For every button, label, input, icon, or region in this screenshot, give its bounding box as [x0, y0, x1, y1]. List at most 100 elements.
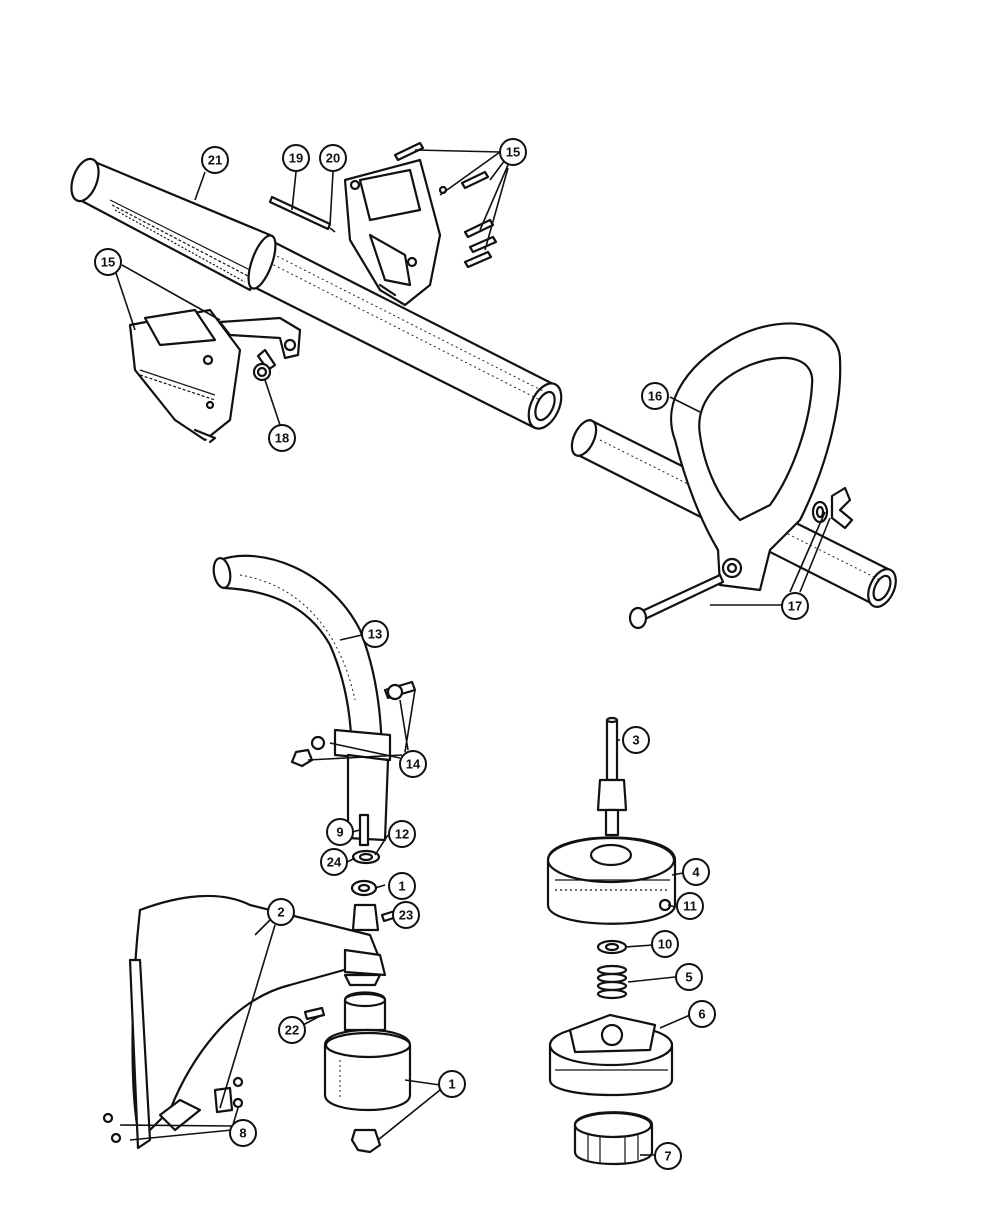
callout-number: 21 [208, 153, 222, 168]
callout-circle [399, 750, 427, 778]
callout-number: 3 [632, 733, 639, 748]
callout-number: 8 [239, 1126, 246, 1141]
callout-c23: 23 [392, 901, 420, 929]
callout-circle [499, 138, 527, 166]
callout-circle [676, 892, 704, 920]
callout-number: 15 [101, 255, 115, 270]
bump-knob-7 [573, 1111, 654, 1166]
clamp-nut [290, 748, 314, 768]
callout-number: 14 [406, 757, 421, 772]
guard-bracket [343, 948, 387, 977]
housing-screws [393, 141, 498, 269]
callout-circle [267, 898, 295, 926]
callout-number: 24 [327, 855, 342, 870]
callout-c3: 3 [622, 726, 650, 754]
callout-number: 22 [285, 1023, 299, 1038]
callout-number: 2 [277, 905, 284, 920]
callout-circle [94, 248, 122, 276]
callout-c14: 14 [399, 750, 427, 778]
callout-c20: 20 [319, 144, 347, 172]
callout-circle [388, 820, 416, 848]
spool-housing-4 [546, 836, 677, 925]
rod-19 [268, 195, 332, 231]
pin-20 [329, 227, 336, 233]
callout-circle [319, 144, 347, 172]
housing-left-half [128, 308, 242, 444]
callout-circle [641, 382, 669, 410]
callout-circle [268, 424, 296, 452]
callout-c10: 10 [651, 930, 679, 958]
callout-c16: 16 [641, 382, 669, 410]
leader-lines [114, 149, 831, 1156]
callout-number: 16 [648, 389, 662, 404]
callout-number: 1 [398, 879, 405, 894]
curved-drive-tube [212, 554, 417, 842]
drive-shaft-3 [596, 716, 628, 837]
callout-circle [622, 726, 650, 754]
callout-number: 5 [685, 970, 692, 985]
debris-guard [102, 894, 387, 1150]
callout-circle [688, 1000, 716, 1028]
callout-number: 18 [275, 431, 289, 446]
callout-c15a: 15 [499, 138, 527, 166]
callout-circle [438, 1070, 466, 1098]
callout-number: 13 [368, 627, 382, 642]
callout-circle [781, 592, 809, 620]
callout-number: 9 [336, 825, 343, 840]
callout-number: 10 [658, 937, 672, 952]
callout-c9: 9 [326, 818, 354, 846]
lower-shaft-handle-assembly [570, 322, 897, 630]
callout-c13: 13 [361, 620, 389, 648]
callout-circle [320, 848, 348, 876]
trimmer-head-assembly [546, 716, 677, 1166]
callout-circle [361, 620, 389, 648]
spool-6 [548, 1013, 674, 1097]
callout-number: 17 [788, 599, 802, 614]
callout-number: 15 [506, 145, 520, 160]
callout-circle [654, 1142, 682, 1170]
shaft-9 [358, 813, 370, 847]
callout-c2: 2 [267, 898, 295, 926]
callout-number: 1 [448, 1077, 455, 1092]
gearbox-housing [303, 991, 412, 1154]
callout-circle [282, 144, 310, 172]
callout-number: 7 [664, 1149, 671, 1164]
callout-circle [388, 872, 416, 900]
callout-c17: 17 [781, 592, 809, 620]
upper-shaft-assembly [70, 141, 563, 444]
handle-bolt [628, 573, 725, 630]
spring-5 [596, 964, 628, 1000]
sleeve [351, 903, 380, 932]
callout-number: 4 [692, 865, 700, 880]
callout-number: 6 [698, 1007, 705, 1022]
callout-number: 19 [289, 151, 303, 166]
callout-circle [326, 818, 354, 846]
callout-c22: 22 [278, 1016, 306, 1044]
callout-number: 20 [326, 151, 340, 166]
callout-c8: 8 [229, 1119, 257, 1147]
callout-circle [675, 963, 703, 991]
callout-c6: 6 [688, 1000, 716, 1028]
callout-c1a: 1 [388, 872, 416, 900]
callout-circle [201, 146, 229, 174]
callout-circle [392, 901, 420, 929]
callout-c19: 19 [282, 144, 310, 172]
callout-c24: 24 [320, 848, 348, 876]
callout-number: 12 [395, 827, 409, 842]
callout-c11: 11 [676, 892, 704, 920]
callout-c4: 4 [682, 858, 710, 886]
callout-c5: 5 [675, 963, 703, 991]
callout-circle [682, 858, 710, 886]
callout-circle [278, 1016, 306, 1044]
callout-c12: 12 [388, 820, 416, 848]
callout-c15b: 15 [94, 248, 122, 276]
callout-c18: 18 [268, 424, 296, 452]
callout-c21: 21 [201, 146, 229, 174]
callout-number: 11 [683, 899, 697, 914]
foam-grip [70, 157, 277, 292]
wing-nut-washer [811, 486, 854, 530]
callout-c1b: 1 [438, 1070, 466, 1098]
